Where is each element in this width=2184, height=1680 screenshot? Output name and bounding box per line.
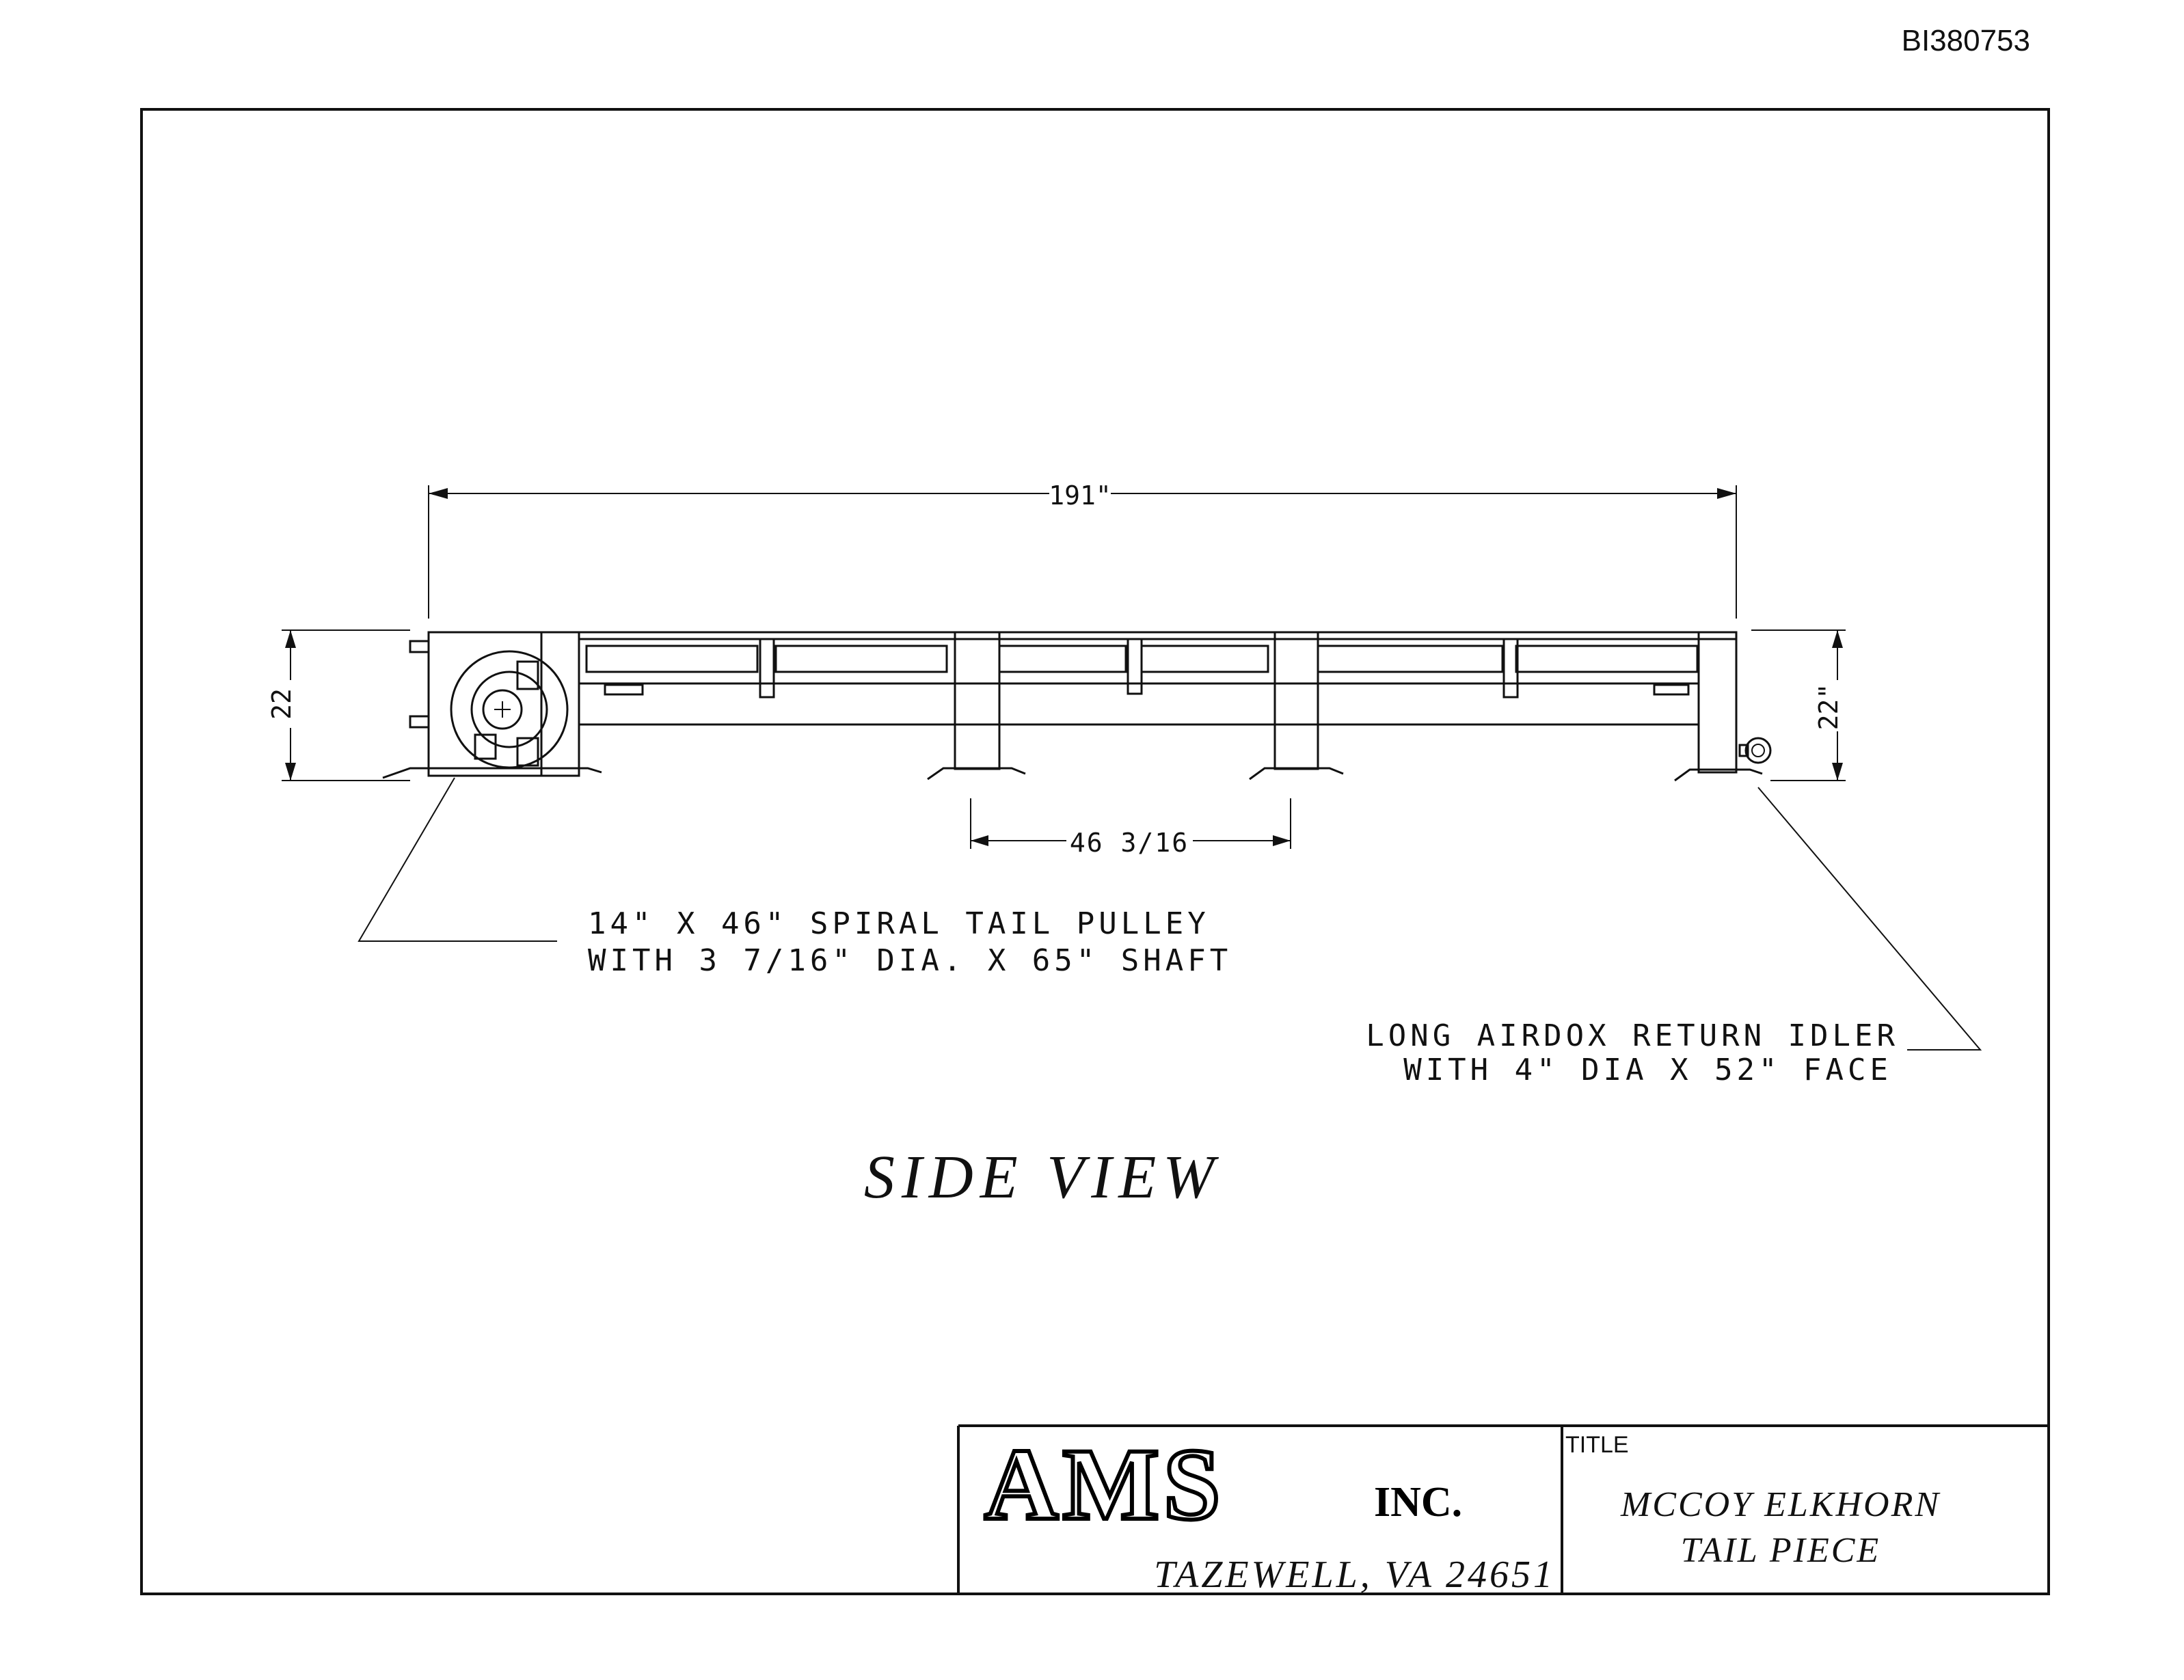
- title-block: AMS INC. TAZEWELL, VA 24651 TITLE MCCOY …: [957, 1424, 2049, 1596]
- tail-pulley-callout-line1: 14" X 46" SPIRAL TAIL PULLEY: [588, 906, 1210, 941]
- overall-length-label: 191": [1049, 480, 1111, 511]
- view-title: SIDE VIEW: [864, 1143, 1221, 1211]
- title-label: TITLE: [1565, 1432, 1629, 1458]
- tail-pulley-leader: [358, 777, 557, 942]
- leg-spacing-label: 46 3/16: [1070, 828, 1189, 858]
- left-height-label: 22: [267, 688, 297, 720]
- right-height-label: 22": [1814, 683, 1844, 731]
- tail-pulley-callout-line2: WITH 3 7/16" DIA. X 65" SHAFT: [588, 943, 1232, 978]
- left-height-dimension: 22: [267, 629, 410, 781]
- return-idler-callout-line1: LONG AIRDOX RETURN IDLER: [1366, 1018, 1899, 1053]
- document-id: BI380753: [1902, 24, 2030, 57]
- company-logo: AMS: [984, 1428, 1224, 1541]
- title-line1: MCCOY ELKHORN: [1620, 1485, 1941, 1524]
- return-idler-icon: [1744, 737, 1772, 764]
- company-suffix: INC.: [1374, 1479, 1462, 1526]
- company-location: TAZEWELL, VA 24651: [1154, 1554, 1555, 1596]
- tail-pulley-icon: [450, 650, 569, 769]
- overall-length-dimension: 191": [428, 480, 1737, 619]
- drawing-border: [140, 108, 2050, 1595]
- leg-spacing-dimension: 46 3/16: [970, 798, 1291, 858]
- title-line2: TAIL PIECE: [1681, 1531, 1880, 1570]
- return-idler-leader: [1757, 787, 1982, 1051]
- right-height-dimension: 22": [1751, 629, 1846, 781]
- return-idler-callout-line2: WITH 4" DIA X 52" FACE: [1403, 1053, 1892, 1087]
- tail-piece-side-view: [382, 631, 1772, 782]
